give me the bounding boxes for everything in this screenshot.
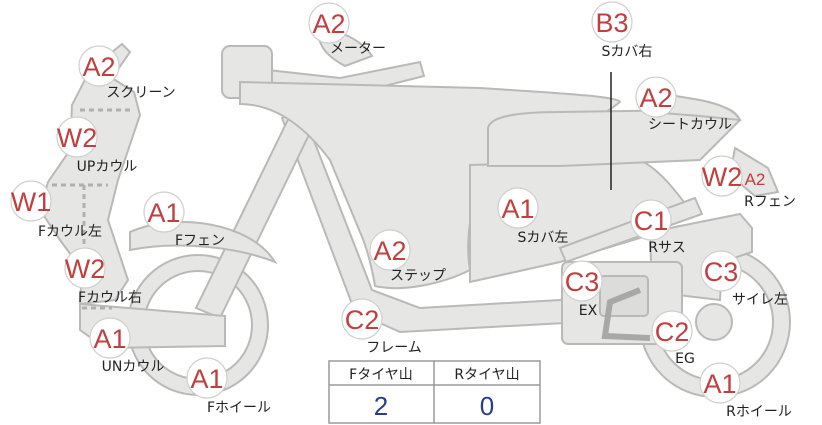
part-f-cowl-right: W2 Fカウル右 (64, 247, 142, 306)
grade-label: W1 (11, 187, 52, 217)
muffler-end (695, 303, 733, 341)
part-up-cowl: W2 UPカウル (56, 116, 138, 175)
part-label: Fカウル右 (78, 290, 142, 306)
part-label: Rサス (648, 240, 685, 256)
part-label: シートカウル (648, 117, 732, 133)
grade-bubble (341, 298, 383, 340)
part-s-cover-left: A1 Sカバ左 (497, 187, 569, 246)
grade-label: C3 (704, 257, 739, 287)
grade-label: A2 (82, 52, 115, 82)
tire-table-header-front: Fタイヤ山 (349, 367, 413, 383)
grade-label: A1 (147, 198, 180, 228)
part-label: EG (675, 351, 695, 367)
tire-table-value-rear: 0 (480, 391, 494, 421)
part-r-wheel: A1 Rホイール (699, 362, 792, 420)
part-f-cowl-left: W1 Fカウル左 (10, 180, 102, 240)
grade-bubble (78, 45, 120, 87)
part-label: スクリーン (106, 85, 175, 101)
grade-bubble (700, 250, 742, 292)
grade-bubble (308, 2, 350, 44)
part-label: メーター (330, 41, 386, 57)
grade-bubble (10, 180, 52, 222)
part-s-cover-right: B3 Sカバ右 (591, 1, 653, 60)
part-label: Sカバ右 (602, 44, 653, 60)
part-label: Fフェン (175, 233, 225, 249)
part-screen: A2 スクリーン (78, 45, 176, 101)
grade-bubble (89, 317, 131, 359)
part-label: UPカウル (77, 159, 138, 175)
part-label: Sカバ左 (518, 230, 569, 246)
part-r-fender: W2 A2 Rフェン (701, 155, 796, 210)
tire-table: Fタイヤ山 Rタイヤ山 2 0 (328, 360, 541, 424)
grade-bubble (591, 1, 633, 43)
part-label: サイレ左 (732, 292, 788, 308)
grade-bubble (699, 362, 741, 404)
part-label: フレーム (366, 340, 422, 356)
grade-label: A1 (190, 364, 223, 394)
grade-label: A2 (373, 236, 406, 266)
grade-label: A1 (501, 194, 534, 224)
part-r-sus: C1 Rサス (630, 199, 686, 256)
exhaust-pipe-shape (601, 287, 651, 341)
part-step: A2 ステップ (369, 229, 446, 284)
grade-label: A1 (93, 324, 126, 354)
grade-label: C3 (565, 267, 600, 297)
part-ex: C3 EX (561, 260, 603, 319)
grade-bubble (651, 310, 693, 352)
part-label: Fホイール (207, 400, 271, 416)
grade-label: A1 (703, 369, 736, 399)
part-f-wheel: A1 Fホイール (186, 357, 271, 416)
grade-label: A2 (639, 83, 672, 113)
part-eg: C2 EG (651, 310, 695, 367)
motorcycle-illustration (38, 28, 791, 398)
part-label: UNカウル (102, 359, 165, 375)
part-label: Rフェン (744, 194, 796, 210)
grade-bubble (56, 116, 98, 158)
part-label: EX (579, 303, 598, 319)
part-muffler-left: C3 サイレ左 (700, 250, 788, 308)
grade-label: W2 (57, 123, 98, 153)
grade-label: C2 (655, 317, 690, 347)
grade-label: C1 (634, 206, 669, 236)
part-frame: C2 フレーム (341, 298, 422, 356)
grade-label: W2 (702, 162, 743, 192)
grade-bubble (64, 247, 106, 289)
grade-bubble (143, 191, 185, 233)
grade-bubble (635, 76, 677, 118)
grade-label: C2 (345, 305, 380, 335)
part-meter: A2 メーター (308, 2, 386, 57)
part-f-fender: A1 Fフェン (143, 191, 225, 249)
grade-label: A2 (312, 9, 345, 39)
grade-bubble (369, 229, 411, 271)
grade-bubble (561, 260, 603, 302)
grade-bubble (630, 199, 672, 241)
grade-bubble (186, 357, 228, 399)
grade-bubble (497, 187, 539, 229)
part-seat-cowl: A2 シートカウル (635, 76, 732, 133)
part-label: ステップ (390, 268, 446, 284)
grade-label: W2 (65, 254, 106, 284)
tire-table-header-rear: Rタイヤ山 (454, 367, 519, 383)
grade-label-secondary: A2 (745, 170, 766, 189)
grade-bubble (701, 155, 743, 197)
grade-label: B3 (595, 8, 628, 38)
part-label: Fカウル左 (38, 224, 102, 240)
part-label: Rホイール (726, 404, 792, 420)
tire-table-value-front: 2 (374, 391, 388, 421)
part-un-cowl: A1 UNカウル (89, 317, 165, 375)
